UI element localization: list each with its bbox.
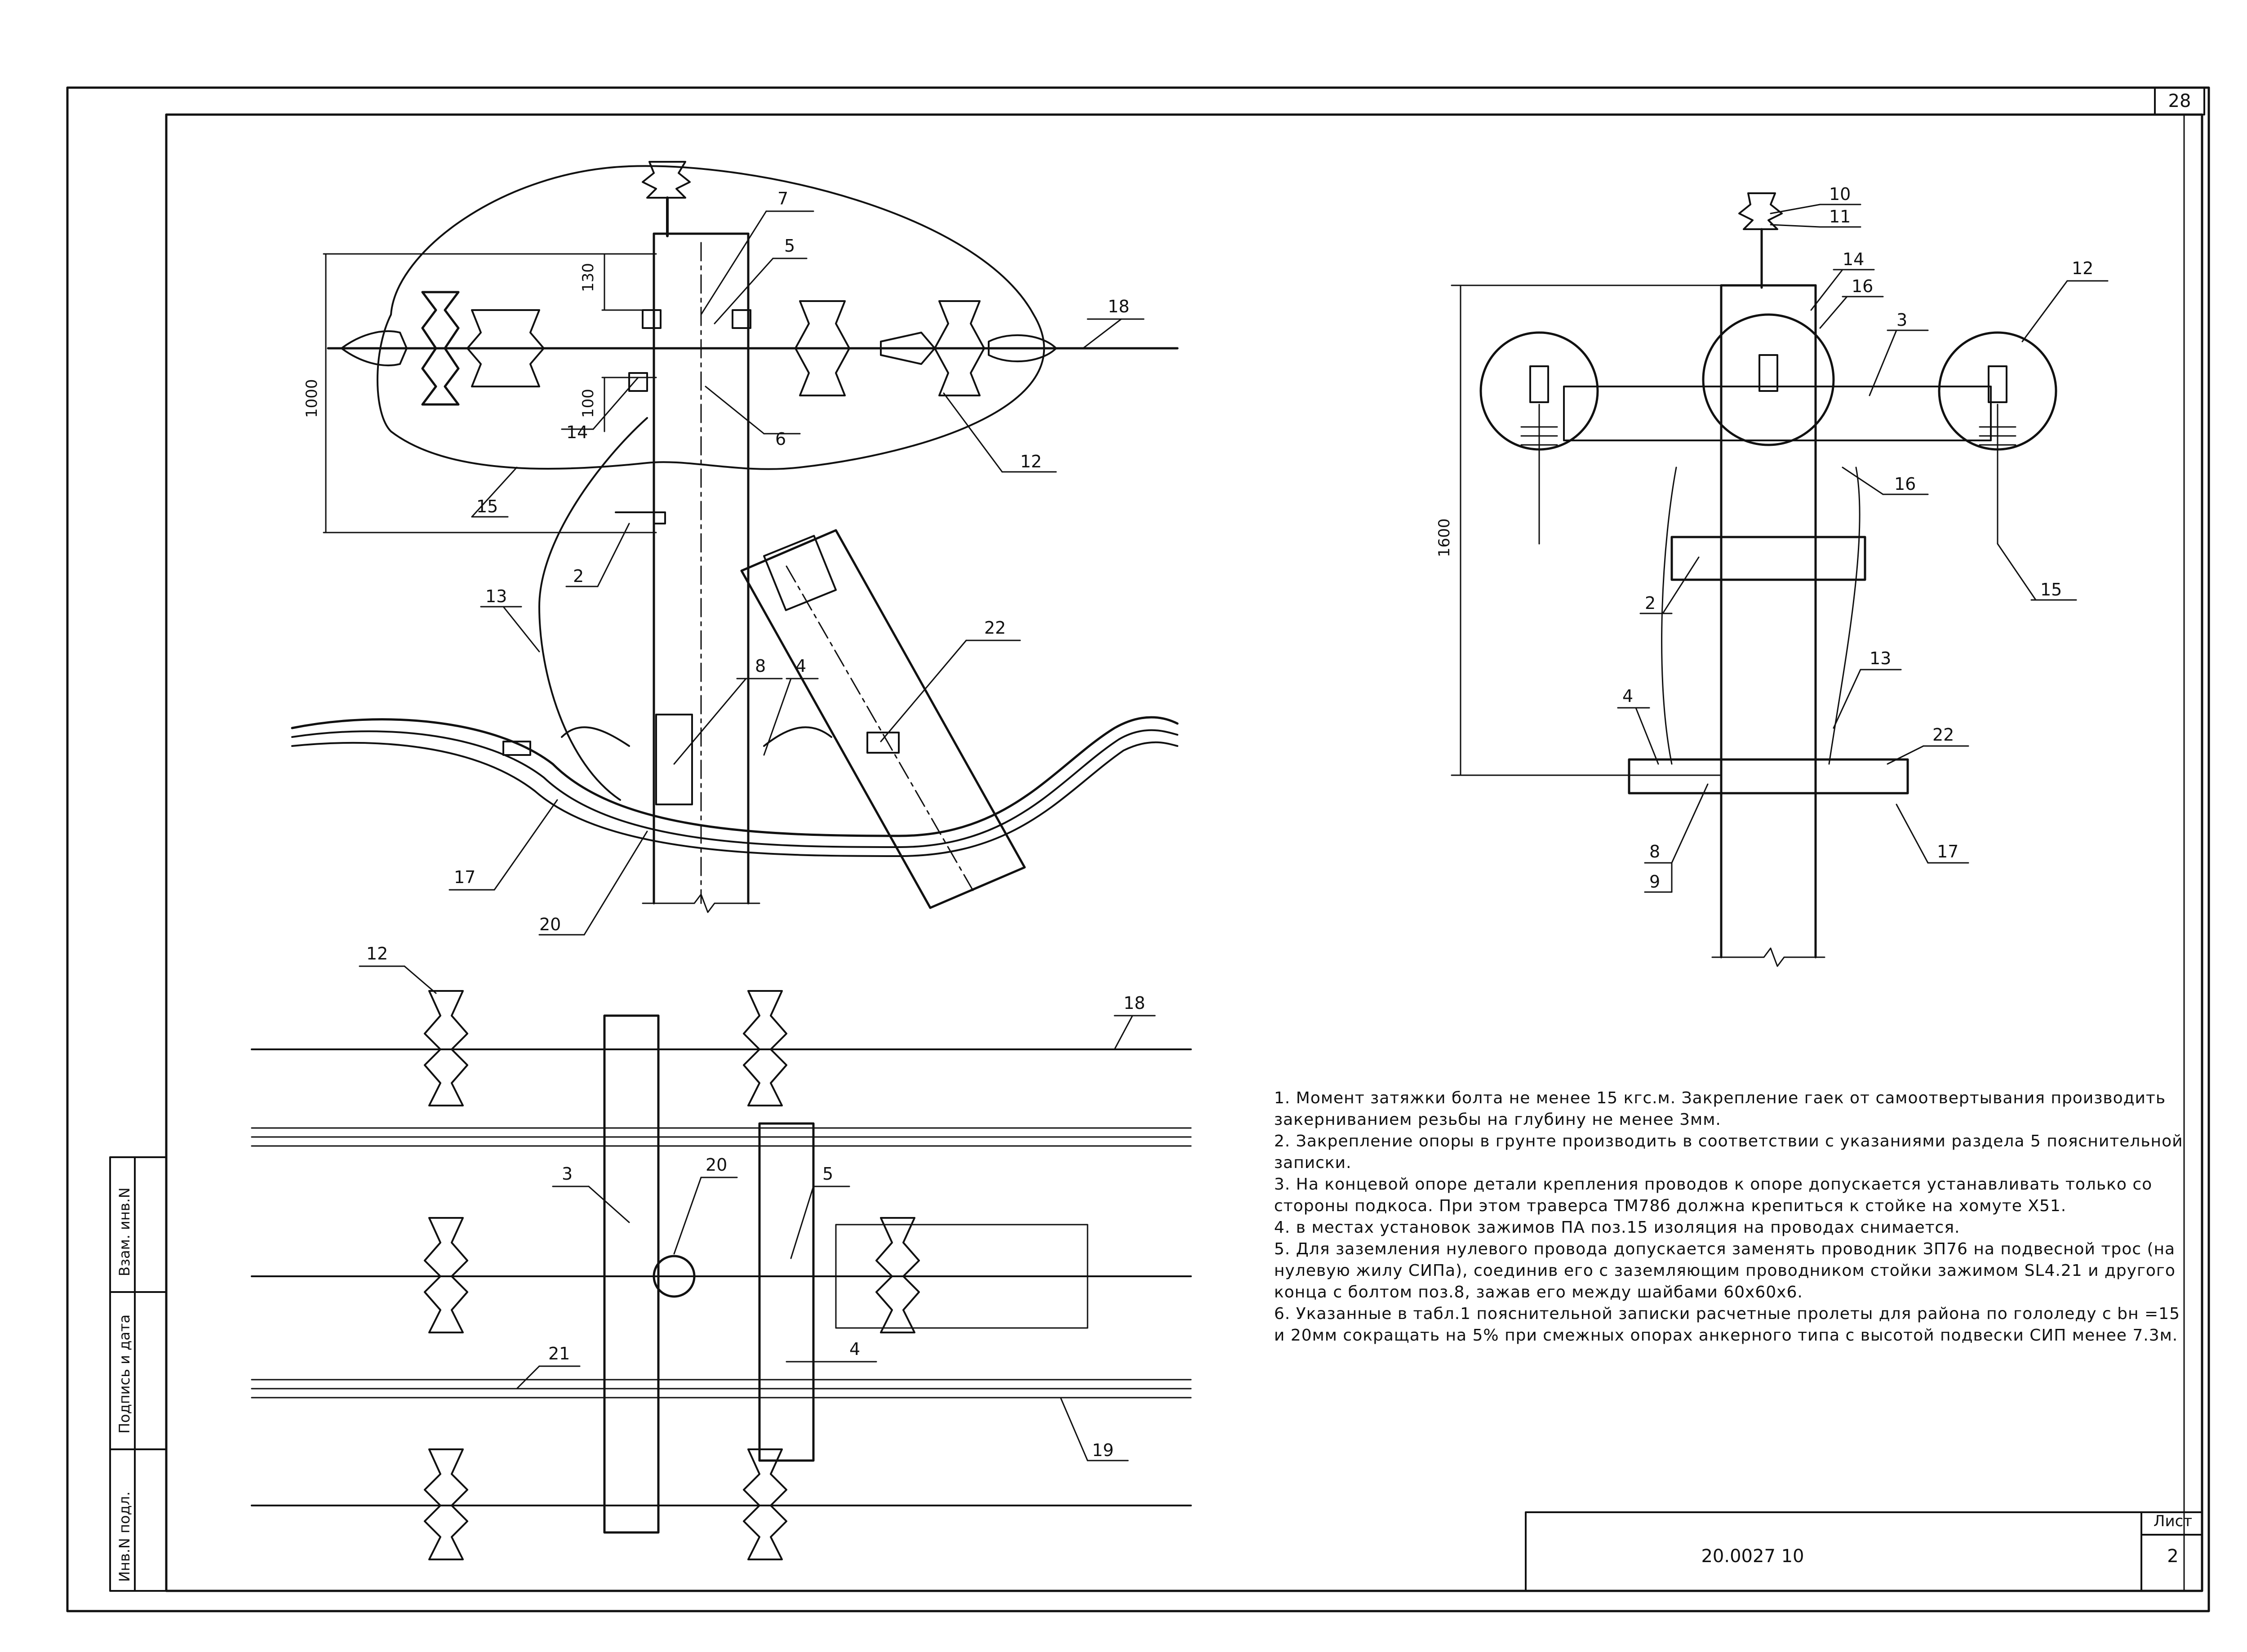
callout-side-16-bottom: 16	[1894, 474, 1916, 494]
callout-side-17: 17	[1937, 842, 1958, 862]
callout-plan-19: 19	[1092, 1440, 1114, 1460]
stamp-sheet-label: Лист	[2153, 1512, 2193, 1530]
callout-side-3: 3	[1896, 310, 1907, 330]
note-6: 6. Указанные в табл.1 пояснительной запи…	[1274, 1305, 2180, 1345]
callout-front-5: 5	[784, 236, 795, 256]
callout-plan-5: 5	[822, 1164, 833, 1184]
callout-front-13: 13	[485, 586, 507, 606]
side-column	[109, 1156, 167, 1592]
callout-side-14: 14	[1843, 249, 1864, 269]
title-stamp	[1525, 1511, 2203, 1592]
callout-side-11: 11	[1829, 207, 1851, 226]
callout-front-6: 6	[775, 429, 786, 449]
callout-plan-18: 18	[1124, 993, 1145, 1013]
front-view	[291, 161, 1179, 913]
callout-plan-4: 4	[849, 1339, 860, 1359]
note-5: 5. Для заземления нулевого провода допус…	[1274, 1240, 2176, 1301]
callout-side-4: 4	[1622, 686, 1633, 706]
callout-side-22: 22	[1932, 725, 1954, 745]
corner-number-box	[2154, 87, 2205, 115]
side-label-replacement: Взам. инв.N	[116, 1187, 133, 1276]
callout-leaders	[359, 204, 2109, 1461]
callout-side-13: 13	[1870, 648, 1891, 668]
dim-1600: 1600	[1435, 518, 1453, 557]
callout-plan-12: 12	[366, 944, 388, 964]
callout-side-9: 9	[1649, 872, 1660, 892]
callout-side-15: 15	[2040, 580, 2062, 600]
side-label-signature: Подпись и дата	[116, 1314, 133, 1434]
callout-front-17: 17	[454, 867, 475, 887]
note-2: 2. Закрепление опоры в грунте производит…	[1274, 1132, 2183, 1172]
callout-side-16-top: 16	[1852, 276, 1873, 296]
callout-front-20: 20	[539, 915, 561, 934]
callout-front-12: 12	[1020, 452, 1042, 471]
inner-frame	[165, 113, 2203, 1592]
outer-frame	[66, 86, 2210, 1612]
note-4: 4. в местах установок зажимов ПА поз.15 …	[1274, 1218, 1960, 1237]
callout-front-2: 2	[573, 566, 584, 586]
callout-front-22: 22	[984, 618, 1006, 638]
callout-side-2: 2	[1645, 593, 1656, 613]
callout-front-14: 14	[566, 422, 588, 442]
callout-side-8: 8	[1649, 842, 1660, 862]
callout-side-10: 10	[1829, 184, 1851, 204]
dim-100: 100	[579, 389, 597, 418]
side-view	[1451, 192, 2057, 967]
note-1: 1. Момент затяжки болта не менее 15 кгс.…	[1274, 1089, 2166, 1129]
side-label-inventory: Инв.N подл.	[116, 1491, 133, 1582]
callout-side-12: 12	[2072, 258, 2093, 278]
callout-front-8: 8	[755, 656, 766, 676]
plan-view	[251, 990, 1192, 1560]
callout-plan-20: 20	[706, 1155, 727, 1175]
callout-plan-21: 21	[548, 1344, 570, 1363]
stamp-sheet-number: 2	[2167, 1546, 2179, 1567]
callout-front-15: 15	[476, 497, 498, 516]
callout-plan-3: 3	[562, 1164, 573, 1184]
note-3: 3. На концевой опоре детали крепления пр…	[1274, 1175, 2153, 1215]
callout-front-4: 4	[795, 656, 806, 676]
dim-130: 130	[579, 263, 597, 292]
sheet-corner-number: 28	[2168, 91, 2191, 111]
callout-front-18: 18	[1108, 297, 1129, 316]
dim-1000: 1000	[303, 379, 321, 418]
callout-front-7: 7	[777, 189, 788, 209]
notes-block: 1. Момент затяжки болта не менее 15 кгс.…	[1274, 1088, 2186, 1346]
stamp-document-code: 20.0027 10	[1701, 1546, 1804, 1567]
